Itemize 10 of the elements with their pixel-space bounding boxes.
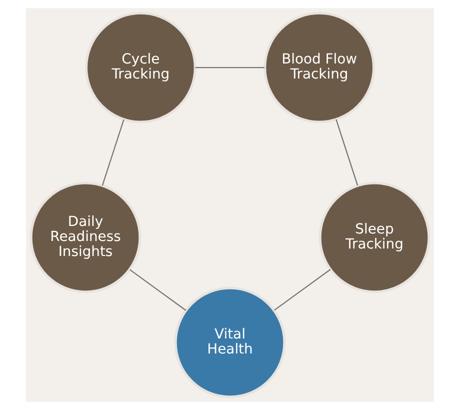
node-circle: Vital Health	[174, 286, 286, 398]
node-circle: Sleep Tracking	[318, 182, 430, 294]
connector	[194, 67, 264, 68]
node-circle: Daily Readiness Insights	[29, 182, 141, 294]
connector	[129, 269, 186, 311]
node-circle: Cycle Tracking	[84, 12, 196, 124]
node-circle: Blood Flow Tracking	[263, 12, 375, 124]
connector	[101, 120, 124, 186]
connector	[274, 269, 330, 311]
connector	[335, 119, 358, 186]
